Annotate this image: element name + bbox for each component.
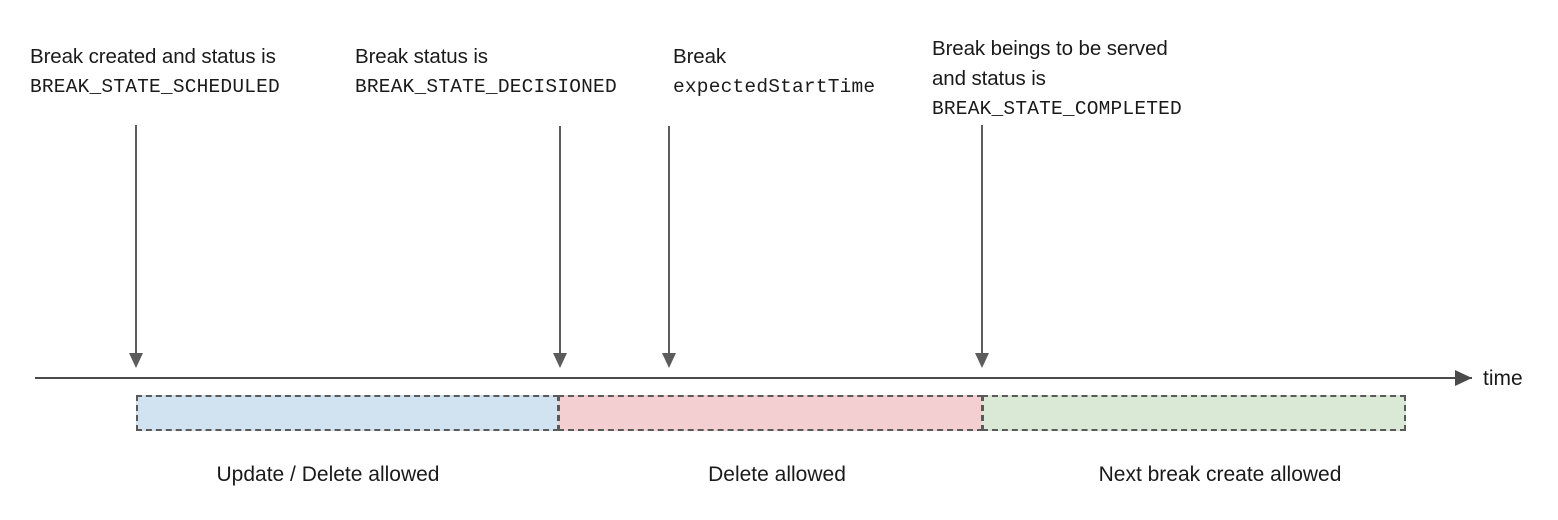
event-label-line: Break [673, 45, 727, 68]
event-label-state: BREAK_STATE_SCHEDULED [30, 76, 280, 98]
event-label-line: Break created and status is [30, 45, 276, 68]
event-label-line: Break beings to be served [932, 37, 1168, 60]
phase-bar-delete [558, 395, 983, 431]
marker-arrow-completed [975, 125, 989, 368]
event-label-decisioned: Break status is BREAK_STATE_DECISIONED [355, 42, 617, 102]
event-label-line: and status is [932, 67, 1046, 90]
event-label-completed: Break beings to be served and status is … [932, 34, 1182, 124]
arrow-down-icon [975, 353, 989, 368]
event-label-line: Break status is [355, 45, 488, 68]
arrow-down-icon [129, 353, 143, 368]
arrow-right-icon [1455, 370, 1472, 386]
time-axis-line [35, 377, 1472, 379]
event-label-field: expectedStartTime [673, 76, 876, 98]
event-label-expected-start: Break expectedStartTime [673, 42, 875, 102]
phase-bar-update-delete [136, 395, 559, 431]
marker-arrow-created [129, 125, 143, 368]
phase-caption-next-create: Next break create allowed [1098, 463, 1342, 486]
time-axis-label: time [1483, 367, 1523, 390]
arrow-down-icon [553, 353, 567, 368]
event-label-state: BREAK_STATE_COMPLETED [932, 98, 1182, 120]
phase-caption-delete: Delete allowed [708, 463, 846, 486]
marker-stem [559, 126, 561, 353]
phase-caption-update-delete: Update / Delete allowed [216, 463, 440, 486]
phase-bar-next-create [982, 395, 1406, 431]
marker-arrow-expected-start [662, 126, 676, 368]
marker-stem [135, 125, 137, 353]
marker-stem [668, 126, 670, 353]
event-label-state: BREAK_STATE_DECISIONED [355, 76, 617, 98]
event-label-created: Break created and status is BREAK_STATE_… [30, 42, 280, 102]
marker-arrow-decisioned [553, 126, 567, 368]
marker-stem [981, 125, 983, 353]
arrow-down-icon [662, 353, 676, 368]
